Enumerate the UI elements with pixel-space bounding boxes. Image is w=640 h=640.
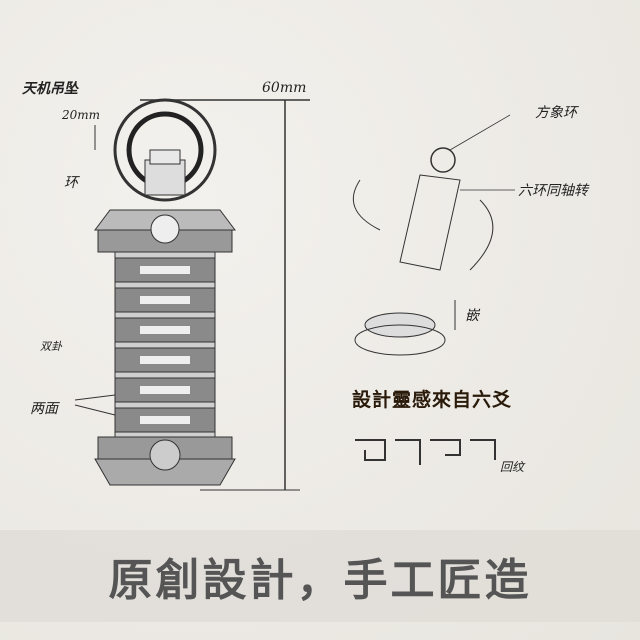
ring-height-annotation: 20mm xyxy=(62,108,101,122)
inspiration-text: 設計靈感來自六爻 xyxy=(352,389,513,411)
banner-text: 原創設計，手工匠造 xyxy=(108,555,532,606)
sides-annotation: 两面 xyxy=(30,401,58,417)
title-annotation: 天机吊坠 xyxy=(22,81,78,97)
banner: 原創設計，手工匠造 xyxy=(0,530,640,622)
top-ring-annotation: 方象环 xyxy=(535,105,577,121)
rotate-annotation: 六环同轴转 xyxy=(518,183,588,199)
inlay-annotation: 嵌 xyxy=(465,308,479,324)
ring-annotation: 环 xyxy=(64,175,78,191)
height-annotation: 60mm xyxy=(262,80,307,96)
pattern-annotation: 回纹 xyxy=(500,460,525,474)
double-annotation: 双卦 xyxy=(40,340,62,353)
